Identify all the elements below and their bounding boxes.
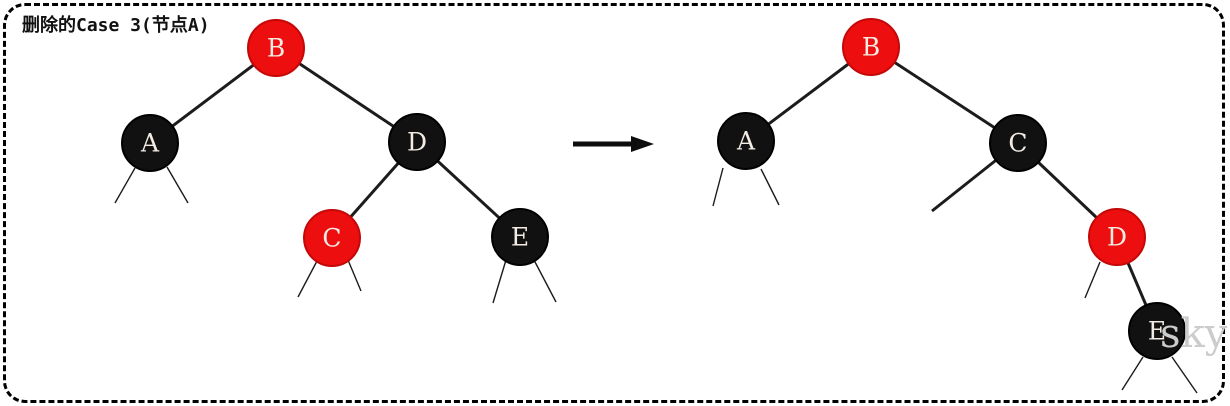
nil-edge-after-0: [712, 167, 724, 207]
tree-node-label-before-E: E: [511, 223, 529, 252]
nil-edge-after-1: [760, 168, 780, 206]
nil-edge-before-4: [492, 259, 507, 304]
nil-edge-after-3: [1121, 356, 1144, 391]
nil-edge-after-4: [1171, 356, 1198, 394]
open-edge-after-0: [931, 155, 1001, 213]
tree-node-before-A: [121, 114, 179, 172]
tree-node-label-after-D: D: [1107, 223, 1127, 252]
tree-node-after-D: [1088, 208, 1146, 266]
tree-node-label-before-B: B: [267, 34, 285, 63]
tree-node-after-B: [842, 18, 900, 76]
nil-edge-before-2: [297, 260, 318, 298]
tree-node-label-after-B: B: [862, 33, 880, 62]
tree-node-label-before-A: A: [140, 129, 160, 158]
tree-node-before-E: [491, 208, 549, 266]
nil-edge-before-5: [533, 259, 557, 303]
tree-node-label-before-D: D: [407, 128, 427, 157]
tree-node-label-before-C: C: [322, 224, 341, 253]
nil-edge-before-3: [347, 259, 362, 292]
tree-node-after-C: [989, 114, 1047, 172]
tree-node-before-C: [303, 209, 361, 267]
tree-node-before-D: [388, 113, 446, 171]
tree-node-after-A: [717, 112, 775, 170]
tree-node-after-E: [1128, 302, 1186, 360]
diagram-title: 删除的Case 3(节点A): [22, 15, 210, 36]
transform-arrow-head: [631, 136, 654, 152]
nil-edge-before-0: [114, 167, 136, 204]
nil-edge-before-1: [166, 166, 189, 204]
tree-node-label-after-C: C: [1008, 129, 1027, 158]
tree-node-label-after-E: E: [1148, 317, 1166, 346]
nil-edge-after-2: [1084, 261, 1101, 299]
tree-node-label-after-A: A: [736, 127, 756, 156]
tree-node-before-B: [247, 19, 305, 77]
tree-edge-after-B-C: [870, 45, 1019, 145]
